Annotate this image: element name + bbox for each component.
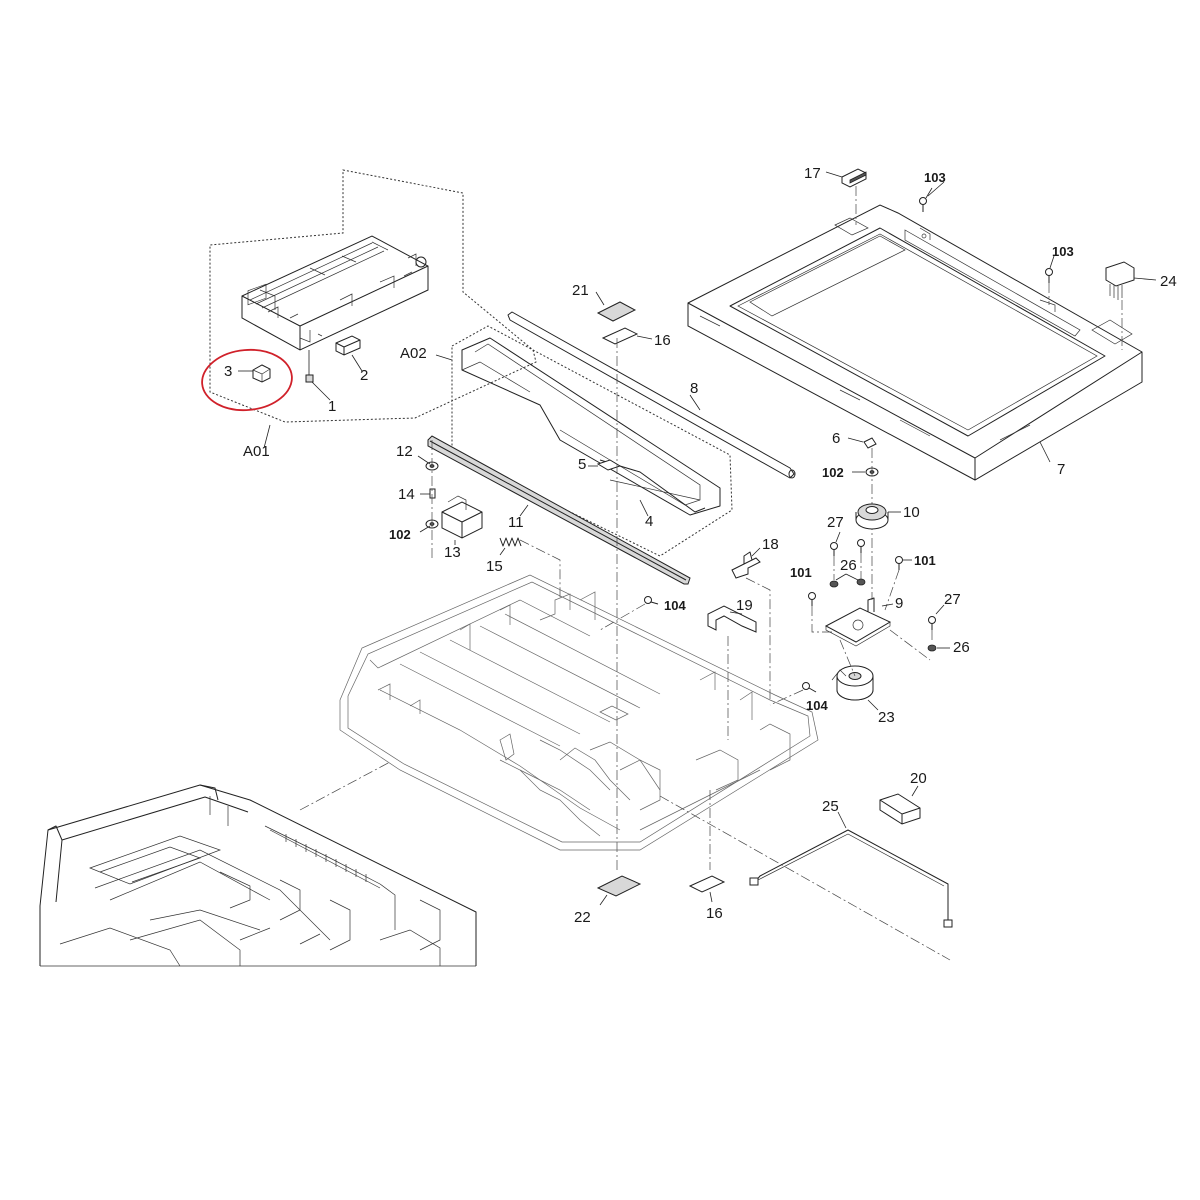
callout-4: 4 <box>645 513 653 530</box>
callout-26-right: 26 <box>953 639 970 656</box>
callout-104-right: 104 <box>806 698 828 713</box>
callout-27-right: 27 <box>944 591 961 608</box>
callout-22: 22 <box>574 909 591 926</box>
callout-26-pair: 26 <box>840 557 857 574</box>
part-25-cable <box>749 811 953 928</box>
screw-27-right <box>928 604 945 642</box>
callout-9: 9 <box>895 595 903 612</box>
screw-101-right <box>884 556 912 611</box>
callout-1: 1 <box>328 398 336 415</box>
callout-101-right: 101 <box>914 553 936 568</box>
part-15-spring <box>499 537 522 556</box>
part-21-sensor <box>595 291 637 322</box>
screw-102-washer-left <box>419 519 439 533</box>
callout-27-pair: 27 <box>827 514 844 531</box>
screw-101-left <box>808 592 832 633</box>
group-boundary-a02 <box>451 325 733 557</box>
callout-10: 10 <box>903 504 920 521</box>
part-16-upper-connector <box>601 327 653 345</box>
callout-18: 18 <box>762 536 779 553</box>
screw-102-washer-right <box>852 467 879 477</box>
callout-3: 3 <box>224 363 232 380</box>
flat-cable-a02 <box>461 337 721 516</box>
callout-24: 24 <box>1160 273 1177 290</box>
callout-19: 19 <box>736 597 753 614</box>
callout-6: 6 <box>832 430 840 447</box>
callout-a02: A02 <box>400 345 427 362</box>
callout-102-left: 102 <box>389 527 411 542</box>
part-7-platen-cover <box>687 204 1143 481</box>
screw-103-mid <box>1045 268 1053 305</box>
springs-26-pair <box>829 573 866 588</box>
screw-104-right <box>769 682 817 706</box>
part-12-washer <box>417 455 439 471</box>
callout-a01: A01 <box>243 443 270 460</box>
part-3-small-part <box>238 364 271 383</box>
part-14-pin <box>420 488 436 499</box>
callout-17: 17 <box>804 165 821 182</box>
callout-labels: A01 A02 1 2 3 4 5 6 7 8 9 10 11 12 13 14… <box>224 165 1177 926</box>
callout-20: 20 <box>910 770 927 787</box>
callout-104-top: 104 <box>664 598 686 613</box>
callout-103-top: 103 <box>924 170 946 185</box>
callout-101-left: 101 <box>790 565 812 580</box>
spring-26-right <box>927 644 950 652</box>
callout-12: 12 <box>396 443 413 460</box>
part-24-connector <box>1105 261 1157 350</box>
callout-103-mid: 103 <box>1052 244 1074 259</box>
screw-104-top <box>599 596 659 631</box>
callout-11: 11 <box>508 514 524 531</box>
callout-13: 13 <box>444 544 461 561</box>
callout-21: 21 <box>572 282 589 299</box>
callout-5: 5 <box>578 456 586 473</box>
part-22-pad <box>596 875 642 906</box>
part-10-gear <box>855 503 901 530</box>
part-1-clip <box>305 350 314 383</box>
part-19-bracket <box>707 605 757 740</box>
part-9-motor-plate <box>824 597 894 647</box>
part-16-lower-connector <box>688 875 726 903</box>
callout-16-upper: 16 <box>654 332 671 349</box>
callout-25: 25 <box>822 798 839 815</box>
callout-102-right: 102 <box>822 465 844 480</box>
screws-27-pair <box>830 531 865 580</box>
callout-23: 23 <box>878 709 895 726</box>
part-5-pad <box>596 459 622 471</box>
callout-2: 2 <box>360 367 368 384</box>
part-2-bracket <box>335 335 361 356</box>
part-8-shaft <box>507 311 796 479</box>
part-11-rail <box>427 435 691 585</box>
scanner-carriage-assembly <box>241 235 429 351</box>
highlight-circle <box>201 348 293 412</box>
part-17-latch <box>825 168 867 225</box>
callout-14: 14 <box>398 486 415 503</box>
part-20-block <box>879 785 921 825</box>
part-6-clip <box>847 437 877 449</box>
screw-103-top <box>919 187 933 212</box>
printer-body-lower <box>39 784 477 967</box>
callout-7: 7 <box>1057 461 1065 478</box>
callout-15: 15 <box>486 558 503 575</box>
callout-16-lower: 16 <box>706 905 723 922</box>
group-boundary-a01 <box>209 169 537 423</box>
part-18-bracket <box>731 547 771 700</box>
scanner-base-tray <box>339 574 819 851</box>
part-23-motor <box>831 665 879 711</box>
callout-8: 8 <box>690 380 698 397</box>
part-13-slider <box>441 495 483 545</box>
